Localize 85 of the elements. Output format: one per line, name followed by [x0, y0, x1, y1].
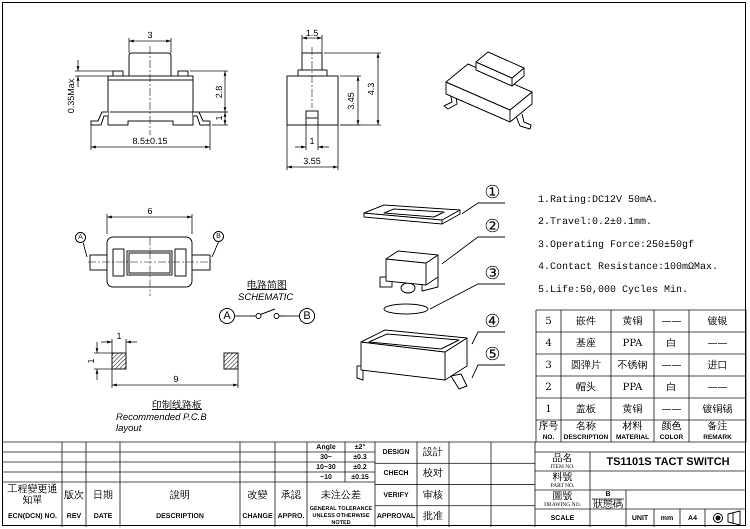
table-entry: 镀银 — [706, 314, 728, 329]
table-entry: 黄铜 — [622, 402, 644, 417]
dimension-value: 3 — [146, 29, 154, 40]
dimension-value: 3.55 — [302, 155, 322, 166]
table-entry: 镀铜锡 — [702, 402, 734, 417]
title-block-entry: 审核 — [422, 488, 444, 503]
leader-line — [212, 242, 219, 258]
table-entry: —— — [660, 314, 682, 328]
leader-line — [472, 332, 506, 344]
table-entry: 不锈钢 — [616, 359, 648, 373]
dimension-value: 3.45 — [346, 91, 356, 112]
title-block-entry: 狀態碼 — [592, 499, 624, 509]
dimension-value: 1 — [115, 330, 122, 341]
table-entry: 帽头 — [575, 380, 597, 395]
spec-line: 1.Rating:DC12V 50mA. — [538, 194, 660, 207]
title-block-entry: 料號 — [552, 472, 574, 482]
table-entry: 白 — [666, 337, 678, 351]
table-entry: 5 — [544, 314, 553, 328]
title-block-entry: 品名 — [552, 453, 574, 463]
column-heading: 名称 — [575, 421, 597, 432]
dome-spring-drawing — [382, 302, 430, 316]
table-entry: PPA — [622, 336, 644, 350]
column-heading: 序号 — [538, 421, 560, 432]
dimension-value: 4.3 — [366, 82, 376, 98]
callout-number: ② — [480, 216, 505, 237]
part-title: TS1101S TACT SWITCH — [605, 454, 731, 470]
spec-line: 2.Travel:0.2±0.1mm. — [538, 216, 654, 230]
leader-line — [442, 236, 506, 264]
dimension-value: 1 — [214, 114, 224, 123]
callout-number: ④ — [480, 311, 505, 332]
table-entry: 嵌件 — [575, 314, 597, 329]
spec-line: 3.Operating Force:250±50gf — [538, 238, 696, 252]
title-block-entry: 版次 — [63, 488, 85, 502]
leader-line — [462, 202, 506, 214]
view-heading: 电路简图 — [246, 279, 288, 291]
callout-number: ⑤ — [480, 344, 505, 365]
dimension-value: 0.35Max — [66, 78, 76, 116]
leader-line — [82, 242, 88, 258]
terminal-marker: A — [219, 308, 235, 324]
title-block-entry: 工程變更通知單 — [6, 484, 58, 506]
leader-line — [472, 364, 506, 378]
callout-number: ① — [480, 182, 505, 203]
dimension-value: 9 — [172, 373, 180, 384]
terminal-marker: B — [299, 308, 315, 324]
view-heading: 印制线路板 — [151, 399, 203, 411]
title-block-entry: 批准 — [422, 510, 444, 524]
table-entry: —— — [660, 358, 682, 372]
spec-line: 5.Life:50,000 Cycles Min. — [538, 284, 690, 297]
view-caption: SCHEMATIC — [238, 291, 294, 303]
dimension-value: 6 — [146, 205, 154, 216]
column-heading: 备注 — [706, 421, 728, 432]
table-entry: —— — [706, 380, 728, 394]
dimension-value: 2.8 — [214, 84, 224, 100]
leader-line — [430, 284, 506, 310]
column-heading: 颜色 — [660, 421, 682, 432]
table-entry: 1 — [544, 402, 553, 416]
table-entry: 2 — [544, 380, 553, 394]
dimension-value: 1 — [86, 358, 96, 366]
title-block-entry: 未注公差 — [320, 488, 362, 502]
spec-line: 4.Contact Resistance:100mΩMax. — [538, 260, 720, 274]
table-entry: 白 — [666, 381, 678, 395]
view-caption: Recommended P.C.B layout — [116, 411, 208, 435]
title-block-entry: 說明 — [169, 488, 191, 502]
title-block-entry: 日期 — [92, 488, 114, 502]
title-block-entry: 承認 — [280, 488, 302, 502]
table-entry: 4 — [544, 336, 553, 350]
dimension-value: 1 — [308, 135, 316, 146]
table-entry: PPA — [622, 380, 644, 394]
table-entry: —— — [706, 336, 728, 350]
switch-top-view-drawing — [87, 236, 212, 296]
title-block-entry: 設計 — [422, 446, 444, 460]
table-entry: 3 — [544, 358, 553, 372]
dimension-value: 8.5±0.15 — [132, 135, 168, 146]
callout-number: ③ — [480, 263, 505, 284]
dimension-value: 1.5 — [304, 27, 320, 38]
table-entry: 进口 — [706, 358, 728, 373]
table-entry: —— — [660, 402, 682, 416]
table-entry: 圆弹片 — [570, 358, 602, 373]
table-entry: 基座 — [575, 336, 597, 351]
column-heading: 材料 — [622, 421, 644, 432]
title-block-entry: 改變 — [246, 488, 268, 502]
table-entry: 黄铜 — [622, 314, 644, 329]
title-block-entry: 校对 — [422, 466, 444, 482]
table-entry: 盖板 — [575, 402, 597, 417]
title-block-entry: 圖號 — [552, 491, 574, 501]
